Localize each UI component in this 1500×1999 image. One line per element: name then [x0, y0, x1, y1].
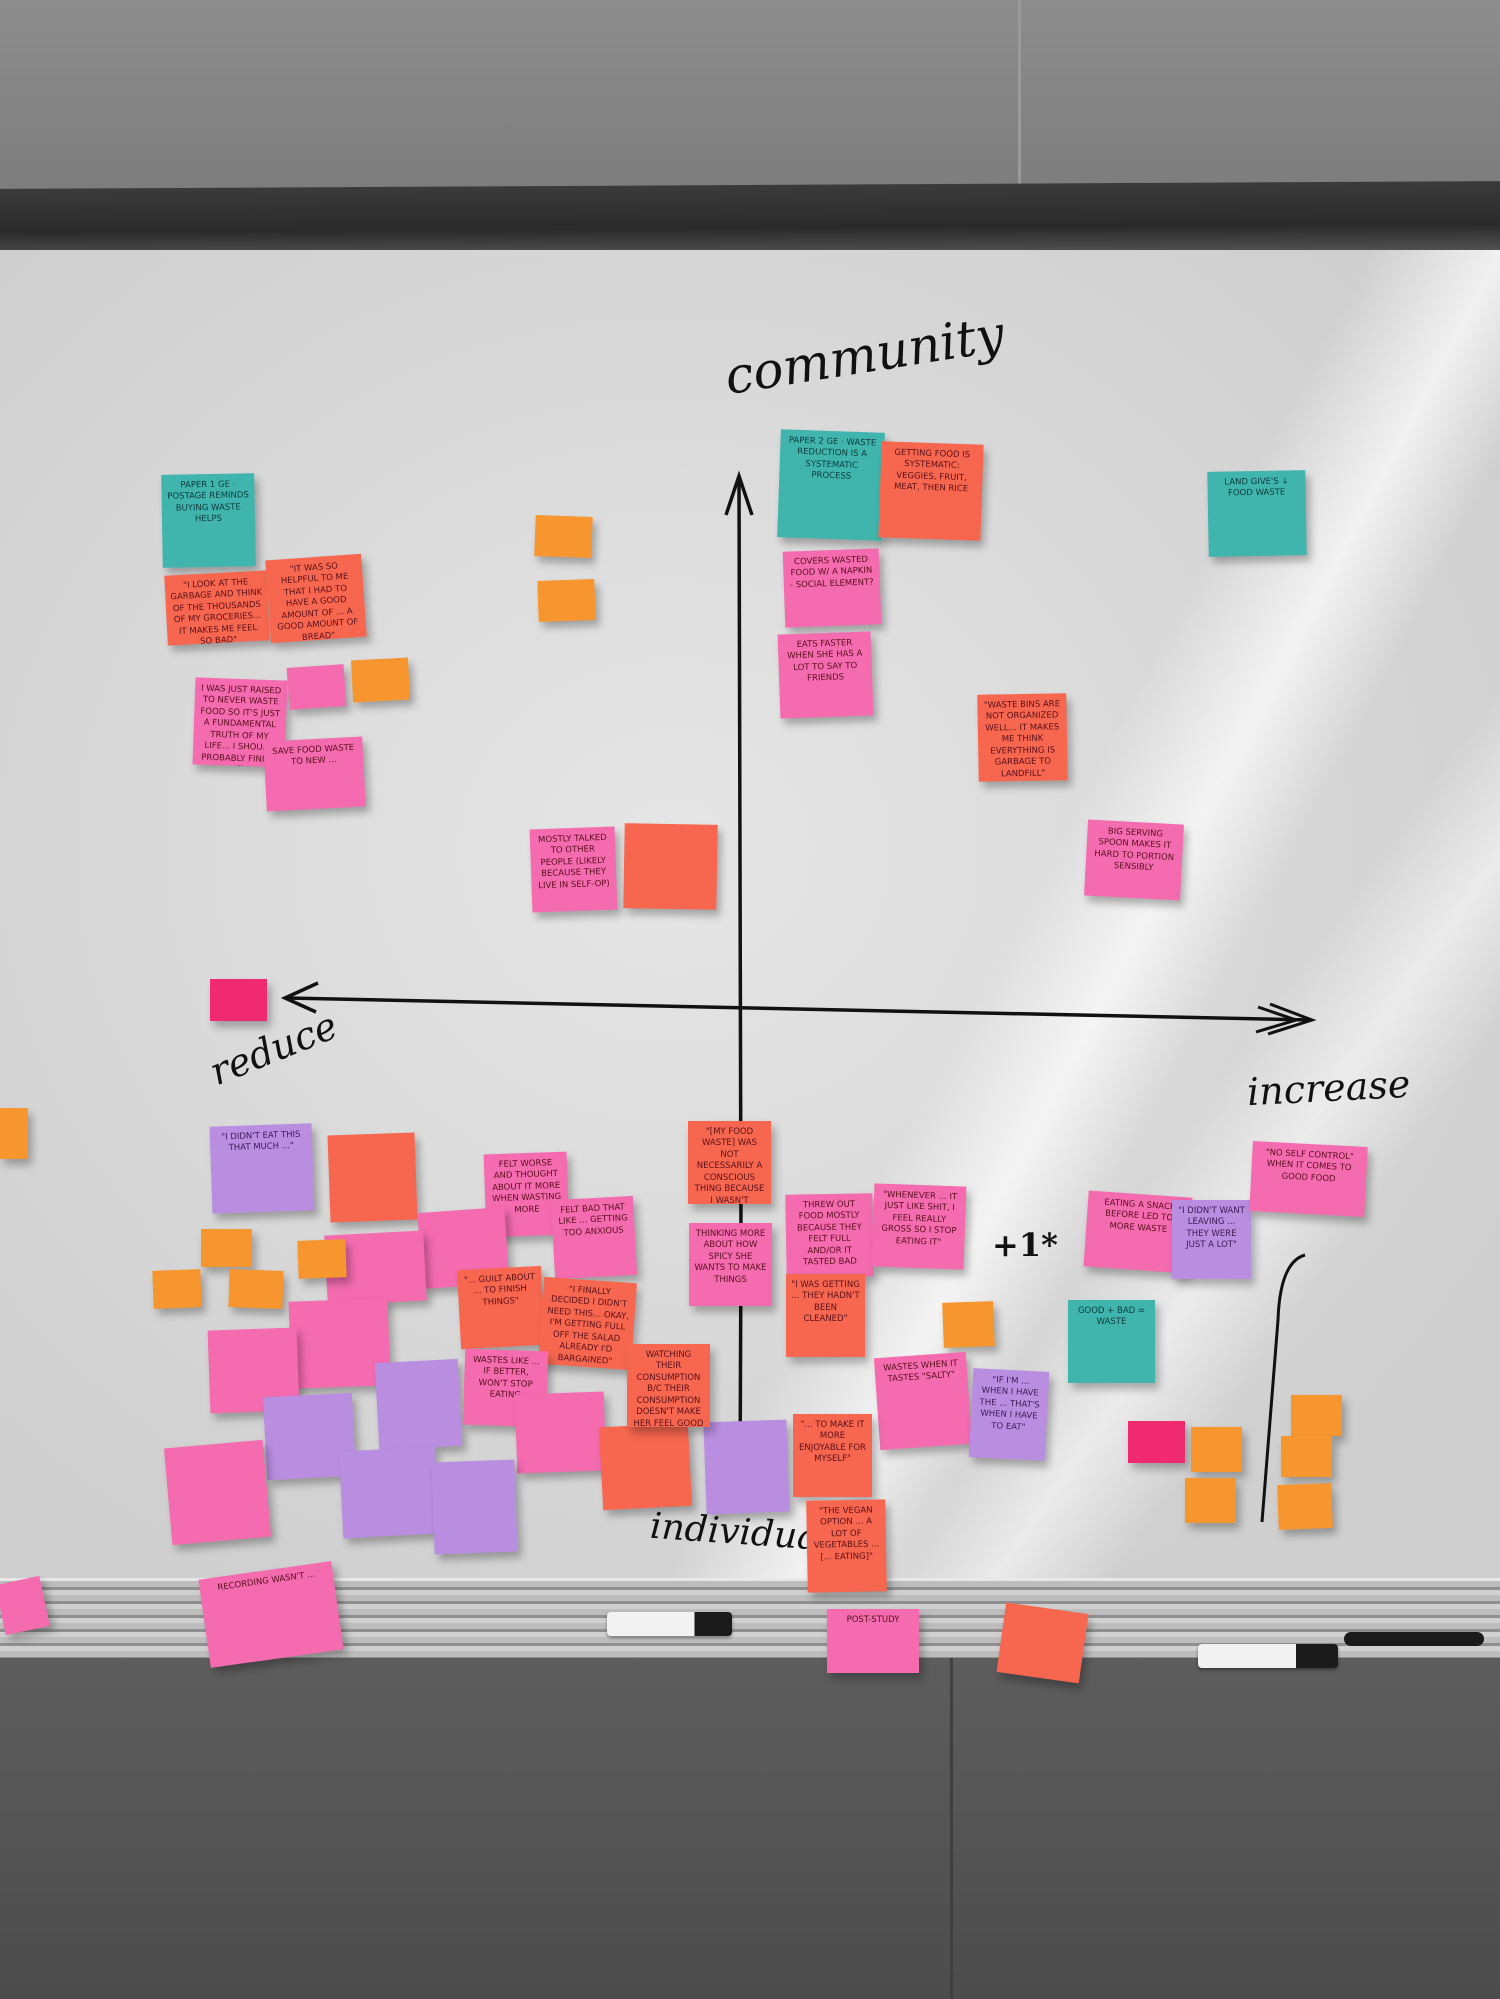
sticky-note-red[interactable]: "I look at the garbage and think of the … [164, 570, 270, 646]
sticky-note-text: "... guilt about ... to finish things" [463, 1272, 536, 1308]
sticky-note-text: GOOD + BAD = WASTE [1077, 1306, 1146, 1328]
sticky-note-text: "WHENEVER ... IT JUST LIKE SHIT, I FEEL … [881, 1189, 958, 1248]
black-pen[interactable] [1344, 1632, 1484, 1646]
whiteboard-marker[interactable] [607, 1612, 732, 1636]
sticky-note-red[interactable]: "... guilt about ... to finish things" [456, 1265, 546, 1350]
sticky-note-purple[interactable]: "I didn't want leaving ... they were jus… [1172, 1200, 1251, 1279]
sticky-note-text: "The vegan option ... a lot of vegetable… [813, 1505, 880, 1563]
sticky-note-pink[interactable]: COVERS WASTED FOOD W/ A NAPKIN - SOCIAL … [782, 548, 882, 628]
sticky-note-text: "If I'm ... when I have the ... that's w… [979, 1375, 1040, 1433]
sticky-note-orange[interactable] [350, 657, 411, 703]
sticky-note-red[interactable]: "I was getting ... they hadn't been clea… [786, 1274, 865, 1357]
sticky-note-pink[interactable]: THINKING MORE ABOUT HOW SPICY SHE WANTS … [689, 1223, 772, 1306]
sticky-note-orange[interactable] [1277, 1483, 1333, 1530]
sticky-note-text: POST-STUDY [846, 1615, 900, 1625]
sticky-note-orange[interactable] [152, 1269, 202, 1309]
sticky-note-red[interactable] [598, 1422, 693, 1511]
sticky-note-teal[interactable]: GOOD + BAD = WASTE [1068, 1300, 1155, 1383]
sticky-note-text: THINKING MORE ABOUT HOW SPICY SHE WANTS … [694, 1229, 767, 1285]
sticky-note-red[interactable]: getting food is systematic: veggies, fru… [878, 441, 984, 541]
sticky-note-orange[interactable] [942, 1301, 995, 1348]
sticky-note-pink[interactable] [514, 1391, 607, 1474]
sticky-note-red[interactable]: "The vegan option ... a lot of vegetable… [806, 1499, 887, 1593]
sticky-note-text: SAVE FOOD WASTE TO NEW ... [272, 742, 355, 768]
sticky-note-magenta[interactable] [1128, 1421, 1185, 1463]
sticky-note-text: "Waste bins are not organized well... it… [983, 699, 1061, 780]
sticky-note-pink[interactable] [286, 664, 347, 710]
wall-top [0, 0, 1500, 200]
whiteboard-frame [0, 181, 1500, 261]
sticky-note-orange[interactable] [537, 579, 596, 622]
whiteboard-marker[interactable] [1198, 1644, 1338, 1668]
sticky-note-pink[interactable]: THREW OUT FOOD MOSTLY BECAUSE THEY FELT … [785, 1193, 874, 1278]
wall-bottom [0, 1658, 1500, 1999]
sticky-note-purple[interactable]: "If I'm ... when I have the ... that's w… [968, 1368, 1050, 1461]
sticky-note-text: "I didn't eat this that much ..." [221, 1129, 301, 1154]
sticky-note-text: "... to make it more enjoyable for mysel… [799, 1420, 866, 1465]
sticky-note-pink[interactable]: FELT BAD THAT LIKE ... GETTING TOO ANXIO… [550, 1195, 638, 1280]
sticky-note-text: Paper 2 GE · WASTE REDUCTION IS A SYSTEM… [788, 435, 877, 483]
sticky-note-red[interactable]: "[my food waste] was not necessarily a c… [688, 1121, 771, 1204]
plus-one-annotation: +1* [992, 1226, 1058, 1264]
sticky-note-orange[interactable] [1281, 1436, 1332, 1477]
sticky-note-text: "I was getting ... they hadn't been clea… [791, 1280, 860, 1325]
sticky-note-pink[interactable]: "NO SELF CONTROL" WHEN IT COMES TO GOOD … [1249, 1141, 1368, 1217]
wall-bottom-seam [950, 1658, 953, 1999]
sticky-note-pink[interactable] [163, 1439, 272, 1546]
sticky-note-pink[interactable]: BIG SERVING SPOON MAKES IT HARD TO PORTI… [1084, 819, 1184, 901]
sticky-note-orange[interactable] [1191, 1427, 1242, 1472]
sticky-note-orange[interactable] [297, 1239, 347, 1279]
sticky-note-purple[interactable]: "I didn't eat this that much ..." [209, 1123, 315, 1214]
wall-panel-seam [1018, 0, 1021, 190]
sticky-note-pink[interactable]: EATS FASTER WHEN SHE HAS A LOT TO SAY TO… [777, 631, 874, 719]
sticky-note-text: "I didn't want leaving ... they were jus… [1178, 1206, 1245, 1251]
sticky-note-text: getting food is systematic: veggies, fru… [893, 447, 971, 495]
sticky-note-magenta[interactable] [210, 979, 267, 1021]
sticky-note-text: BIG SERVING SPOON MAKES IT HARD TO PORTI… [1094, 826, 1175, 874]
sticky-note-orange[interactable] [1291, 1395, 1342, 1436]
sticky-note-pink[interactable]: "WHENEVER ... IT JUST LIKE SHIT, I FEEL … [871, 1183, 967, 1270]
sticky-note-red[interactable] [996, 1602, 1089, 1684]
sticky-note-orange[interactable] [0, 1108, 28, 1159]
sticky-note-pink[interactable]: WASTES WHEN IT TASTES "SALTY" [873, 1351, 973, 1451]
sticky-note-text: THREW OUT FOOD MOSTLY BECAUSE THEY FELT … [796, 1199, 862, 1268]
sticky-note-purple[interactable] [431, 1459, 518, 1555]
sticky-note-teal[interactable]: Paper 2 GE · WASTE REDUCTION IS A SYSTEM… [777, 429, 885, 541]
sticky-note-purple[interactable] [338, 1446, 440, 1539]
sticky-note-text: COVERS WASTED FOOD W/ A NAPKIN - SOCIAL … [789, 554, 874, 591]
sticky-note-red[interactable]: "It was so helpful to me that I had to h… [265, 553, 367, 644]
sticky-note-pink[interactable]: MOSTLY TALKED TO OTHER PEOPLE (LIKELY BE… [529, 826, 618, 913]
sticky-note-text: MOSTLY TALKED TO OTHER PEOPLE (LIKELY BE… [537, 832, 610, 892]
axis-label-increase: increase [1245, 1061, 1412, 1115]
sticky-note-teal[interactable]: LAND GIVE'S ↓ FOOD WASTE [1207, 470, 1307, 557]
sticky-note-orange[interactable] [534, 515, 593, 558]
sticky-note-red[interactable]: Watching their consumption b/c their con… [627, 1344, 710, 1427]
sticky-note-text: "NO SELF CONTROL" WHEN IT COMES TO GOOD … [1265, 1147, 1355, 1185]
sticky-note-text: LAND GIVE'S ↓ FOOD WASTE [1224, 476, 1289, 499]
sticky-note-orange[interactable] [1185, 1478, 1236, 1523]
sticky-note-text: EATS FASTER WHEN SHE HAS A LOT TO SAY TO… [787, 638, 863, 685]
sticky-note-text: FELT BAD THAT LIKE ... GETTING TOO ANXIO… [558, 1202, 628, 1239]
sticky-note-orange[interactable] [201, 1229, 252, 1267]
sticky-note-purple[interactable] [374, 1358, 463, 1451]
sticky-note-teal[interactable]: Paper 1 GE · POSTAGE REMINDS BUYING WAST… [161, 473, 256, 568]
sticky-note-text: "[my food waste] was not necessarily a c… [694, 1127, 765, 1204]
sticky-note-red[interactable]: "... to make it more enjoyable for mysel… [793, 1414, 872, 1497]
sticky-note-red[interactable] [623, 823, 718, 910]
sticky-note-text: WASTES WHEN IT TASTES "SALTY" [882, 1358, 959, 1385]
sticky-note-orange[interactable] [228, 1269, 284, 1309]
sticky-note-text: Paper 1 GE · POSTAGE REMINDS BUYING WAST… [167, 479, 249, 525]
sticky-note-red[interactable] [327, 1132, 418, 1223]
sticky-note-purple[interactable] [703, 1419, 790, 1515]
sticky-note-pink[interactable]: POST-STUDY [827, 1609, 919, 1673]
sticky-note-text: "I look at the garbage and think of the … [170, 577, 263, 646]
sticky-note-text: "It was so helpful to me that I had to h… [277, 561, 359, 643]
sticky-note-pink[interactable]: RECORDING WASN'T ... [198, 1561, 344, 1668]
sticky-note-red[interactable]: "Waste bins are not organized well... it… [977, 693, 1068, 782]
sticky-note-text: EATING A SNACK BEFORE LED TO MORE WASTE [1103, 1197, 1176, 1235]
sticky-note-text: "I finally decided I didn't need this...… [547, 1284, 630, 1367]
sticky-note-pink[interactable]: SAVE FOOD WASTE TO NEW ... [263, 736, 366, 812]
sticky-note-red[interactable]: "I finally decided I didn't need this...… [538, 1276, 637, 1371]
sticky-note-text: Watching their consumption b/c their con… [633, 1350, 704, 1427]
